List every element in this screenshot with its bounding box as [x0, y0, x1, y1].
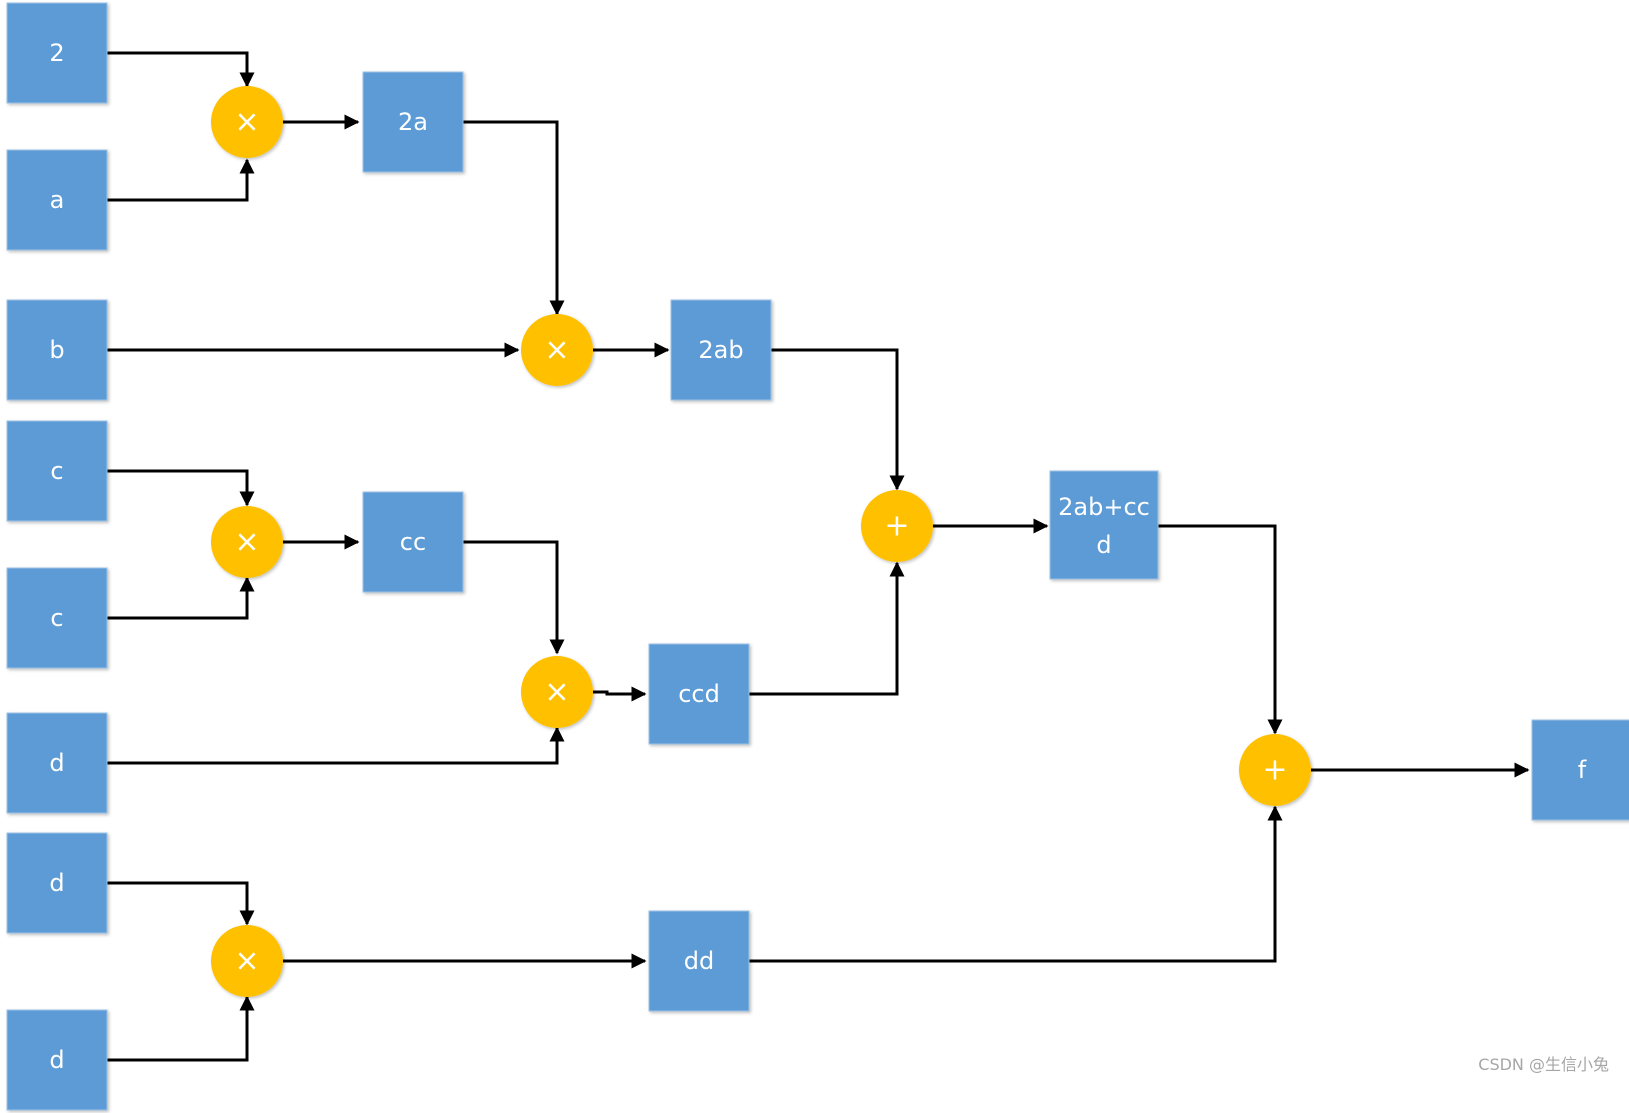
add-operator-1: + [861, 490, 933, 562]
node-2ab: 2ab [670, 299, 772, 401]
node-dd: dd [648, 910, 750, 1012]
node-b-label: b [49, 336, 64, 364]
node-ccd: ccd [648, 643, 750, 745]
edge-2a-to-op2 [463, 120, 565, 316]
node-c-1: c [6, 420, 108, 522]
multiply-operator-3: × [211, 506, 283, 578]
edge-sum1-to-op7 [1158, 524, 1283, 735]
edge-c1-to-op3 [107, 469, 255, 507]
edge-dd-to-op7 [749, 805, 1283, 963]
node-cc: cc [362, 491, 464, 593]
node-2: 2 [6, 2, 108, 104]
node-d-3: d [6, 1009, 108, 1111]
edge-a-to-op1 [107, 158, 255, 202]
node-ccd-label: ccd [678, 680, 720, 708]
multiply-operator-5: × [211, 925, 283, 997]
edge-op4-to-ccd [593, 686, 647, 702]
node-2a-label: 2a [398, 108, 428, 136]
plus-icon: + [1262, 753, 1287, 788]
multiply-icon: × [544, 675, 569, 710]
node-c-2-label: c [50, 604, 63, 632]
edge-2-to-op1 [107, 51, 255, 88]
node-b: b [6, 299, 108, 401]
node-d-2: d [6, 832, 108, 934]
multiply-operator-1: × [211, 86, 283, 158]
add-operator-2: + [1239, 734, 1311, 806]
node-a: a [6, 149, 108, 251]
node-2ab-plus-ccd-label-line1: 2ab+cc [1058, 493, 1150, 521]
plus-icon: + [884, 509, 909, 544]
node-c-1-label: c [50, 457, 63, 485]
node-c-2: c [6, 567, 108, 669]
edge-cc-to-op4 [463, 540, 565, 655]
node-f-label: f [1578, 756, 1587, 784]
edge-d1-to-op4 [107, 726, 565, 765]
node-f: f [1531, 719, 1629, 821]
node-d-2-label: d [49, 869, 64, 897]
multiply-icon: × [544, 333, 569, 368]
node-dd-label: dd [684, 947, 714, 975]
node-2ab-plus-ccd: 2ab+cc d [1049, 470, 1159, 580]
edge-c2-to-op3 [107, 576, 255, 620]
multiply-icon: × [234, 105, 259, 140]
node-cc-label: cc [400, 528, 426, 556]
node-d-1: d [6, 712, 108, 814]
edges [107, 51, 1530, 1062]
watermark: CSDN @生信小兔 [1478, 1055, 1609, 1074]
multiply-icon: × [234, 525, 259, 560]
node-2-label: 2 [49, 39, 64, 67]
edge-ccd-to-op6 [749, 561, 905, 696]
node-2a: 2a [362, 71, 464, 173]
edge-d3-to-op5 [107, 995, 255, 1062]
node-a-label: a [50, 186, 65, 214]
edge-2ab-to-op6 [771, 348, 905, 491]
multiply-operator-4: × [521, 656, 593, 728]
edge-d2-to-op5 [107, 881, 255, 926]
node-2ab-plus-ccd-label-line2: d [1096, 531, 1111, 559]
node-d-3-label: d [49, 1046, 64, 1074]
node-d-1-label: d [49, 749, 64, 777]
multiply-icon: × [234, 944, 259, 979]
node-2ab-label: 2ab [698, 336, 743, 364]
multiply-operator-2: × [521, 314, 593, 386]
